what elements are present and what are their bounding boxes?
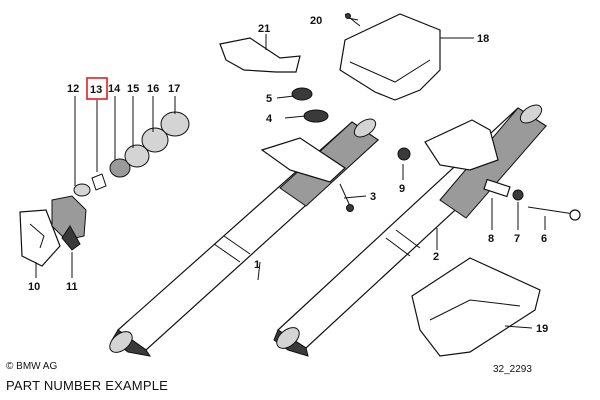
grommet-4 <box>303 109 329 123</box>
callout-14: 14 <box>108 83 121 95</box>
spacer-8 <box>483 178 511 198</box>
grommet-5 <box>291 87 313 101</box>
steering-column-1 <box>109 118 379 357</box>
callout-6: 6 <box>541 233 547 245</box>
callout-13: 13 <box>90 84 102 96</box>
callout-9: 9 <box>399 183 405 195</box>
callout-19: 19 <box>536 323 548 335</box>
callout-20: 20 <box>310 15 322 27</box>
diagram-id: 32_2293 <box>493 364 532 375</box>
callout-5: 5 <box>266 93 272 105</box>
callout-17: 17 <box>168 83 180 95</box>
copyright-notice: © BMW AG <box>6 361 58 372</box>
washer-7 <box>512 189 524 201</box>
callout-3a: 3 <box>370 191 376 203</box>
steering-column-2 <box>273 104 547 357</box>
screw-3 <box>339 183 354 212</box>
callout-8: 8 <box>488 233 494 245</box>
left-assembly <box>19 111 190 267</box>
callout-7: 7 <box>514 233 520 245</box>
callout-10: 10 <box>28 281 40 293</box>
callout-15: 15 <box>127 83 139 95</box>
leader-lines <box>35 17 546 329</box>
callout-2: 2 <box>433 251 439 263</box>
callout-21: 21 <box>258 23 270 35</box>
highlight-box <box>86 77 108 100</box>
callout-12: 12 <box>67 83 79 95</box>
callout-4: 4 <box>266 113 273 125</box>
shroud-upper-18 <box>339 13 441 101</box>
callouts: 1 2 3 3 4 5 6 7 8 9 10 11 12 13 14 15 16… <box>28 15 548 335</box>
bracket-21 <box>219 37 301 73</box>
callout-1: 1 <box>254 259 260 271</box>
callout-11: 11 <box>66 281 78 293</box>
nut-9 <box>397 147 411 161</box>
shroud-lower-19 <box>411 257 541 357</box>
caption: PART NUMBER EXAMPLE <box>6 378 169 393</box>
callout-18: 18 <box>477 33 489 45</box>
bolt-6 <box>527 206 581 221</box>
callout-16: 16 <box>147 83 159 95</box>
